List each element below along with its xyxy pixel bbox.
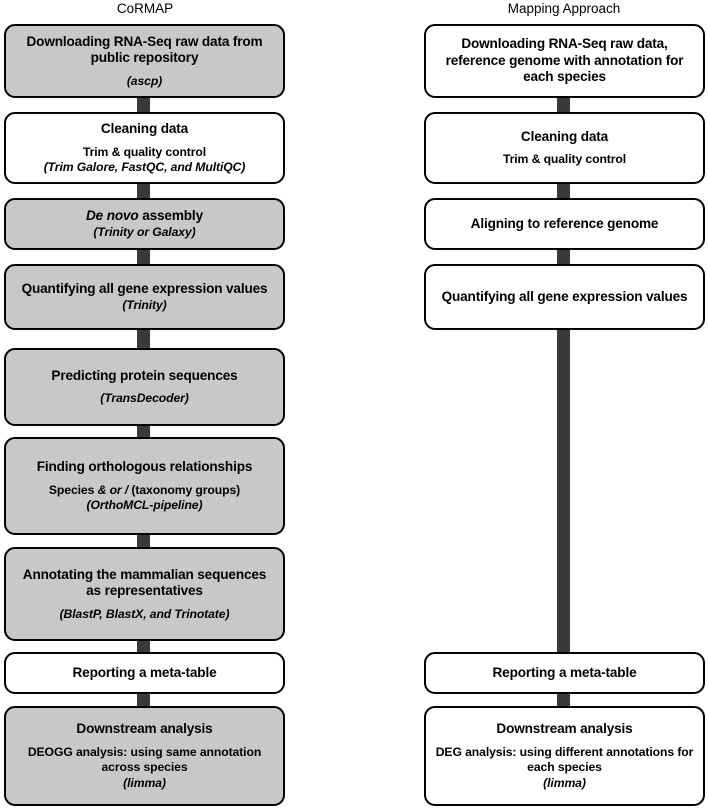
node-tool: (TransDecoder) bbox=[100, 391, 189, 406]
node-title: Downstream analysis bbox=[76, 721, 213, 737]
node-title: Cleaning data bbox=[100, 121, 189, 136]
node-subtitle: Species & or / (taxonomy groups) bbox=[49, 483, 240, 499]
node-title: Aligning to reference genome bbox=[470, 215, 659, 231]
node-title: De novo assembly bbox=[86, 208, 203, 225]
node-downstream-analysis-mapping[interactable]: Downstream analysis DEG analysis: using … bbox=[424, 706, 705, 806]
node-subtitle: DEG analysis: using different annotation… bbox=[435, 744, 694, 775]
node-title-italic: De novo bbox=[86, 208, 139, 224]
node-subtitle: Trim & quality control bbox=[82, 144, 207, 159]
node-quantifying-expression-mapping[interactable]: Quantifying all gene expression values bbox=[424, 264, 705, 330]
node-title: Downstream analysis bbox=[496, 721, 633, 737]
node-annotating-mammalian[interactable]: Annotating the mammalian sequences as re… bbox=[4, 547, 285, 641]
node-tool: (OrthoMCL-pipeline) bbox=[86, 498, 203, 512]
node-title: Downloading RNA-Seq raw data from public… bbox=[26, 33, 263, 66]
node-downloading-raw-data[interactable]: Downloading RNA-Seq raw data from public… bbox=[4, 24, 285, 98]
node-title: Predicting protein sequences bbox=[51, 367, 238, 383]
node-subtitle: DEOGG analysis: using same annotation ac… bbox=[27, 744, 262, 775]
node-cleaning-data-mapping[interactable]: Cleaning data Trim & quality control bbox=[424, 112, 705, 184]
column-title-mapping: Mapping Approach bbox=[507, 1, 621, 16]
node-downstream-analysis[interactable]: Downstream analysis DEOGG analysis: usin… bbox=[4, 706, 285, 806]
node-aligning-reference-genome[interactable]: Aligning to reference genome bbox=[424, 198, 705, 250]
node-tool: (Trinity) bbox=[122, 297, 167, 312]
node-tool: (Trim Galore, FastQC, and MultiQC) bbox=[43, 160, 246, 174]
node-cleaning-data[interactable]: Cleaning data Trim & quality control (Tr… bbox=[4, 112, 285, 184]
node-tool: (ascp) bbox=[126, 73, 163, 88]
node-predicting-proteins[interactable]: Predicting protein sequences (TransDecod… bbox=[4, 348, 285, 426]
node-reporting-meta-table[interactable]: Reporting a meta-table bbox=[4, 652, 285, 694]
node-title: Finding orthologous relationships bbox=[36, 459, 253, 474]
node-title: Quantifying all gene expression values bbox=[441, 288, 688, 304]
node-subtitle-italic: & or / bbox=[97, 482, 129, 497]
node-de-novo-assembly[interactable]: De novo assembly (Trinity or Galaxy) bbox=[4, 198, 285, 250]
node-title: Downloading RNA-Seq raw data, reference … bbox=[445, 36, 684, 85]
node-downloading-raw-data-ref-genome[interactable]: Downloading RNA-Seq raw data, reference … bbox=[424, 24, 705, 98]
node-tool: (BlastP, BlastX, and Trinotate) bbox=[59, 606, 230, 621]
node-title: Cleaning data bbox=[520, 128, 609, 144]
node-subtitle-post: (taxonomy groups) bbox=[128, 482, 241, 497]
node-reporting-meta-table-mapping[interactable]: Reporting a meta-table bbox=[424, 652, 705, 694]
node-tool: (limma) bbox=[123, 775, 166, 790]
node-finding-orthologs[interactable]: Finding orthologous relationships Specie… bbox=[4, 437, 285, 535]
node-title: Quantifying all gene expression values bbox=[21, 281, 268, 297]
node-title: Annotating the mammalian sequences as re… bbox=[22, 566, 267, 599]
column-title-cormap: CoRMAP bbox=[116, 1, 174, 16]
node-title-rest: assembly bbox=[138, 208, 203, 224]
node-quantifying-expression[interactable]: Quantifying all gene expression values (… bbox=[4, 264, 285, 330]
node-subtitle-pre: Species bbox=[48, 482, 98, 497]
node-title: Reporting a meta-table bbox=[72, 664, 217, 680]
node-title: Reporting a meta-table bbox=[492, 664, 637, 680]
node-tool: (limma) bbox=[543, 775, 586, 790]
node-subtitle: Trim & quality control bbox=[502, 152, 627, 166]
node-tool: (Trinity or Galaxy) bbox=[93, 224, 196, 239]
